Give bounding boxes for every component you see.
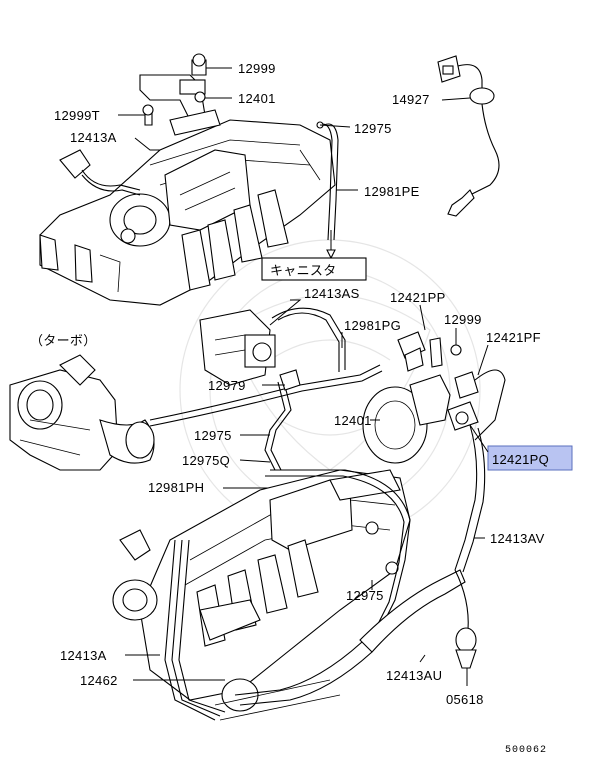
hose-bundle bbox=[164, 469, 477, 721]
callout-12413AS: 12413AS bbox=[304, 286, 360, 301]
callout-05618: 05618 bbox=[446, 692, 484, 707]
upper-intake-manifold bbox=[39, 53, 336, 306]
callout-14927: 14927 bbox=[392, 92, 430, 107]
callout-12999-mid: 12999 bbox=[444, 312, 482, 327]
callout-12975Q: 12975Q bbox=[182, 453, 230, 468]
callout-12975-mid: 12975 bbox=[194, 428, 232, 443]
callout-12421PP: 12421PP bbox=[390, 290, 446, 305]
highlight-12421PQ bbox=[487, 445, 573, 471]
callout-12975-low: 12975 bbox=[346, 588, 384, 603]
callout-12401-top: 12401 bbox=[238, 91, 276, 106]
canister-label: キャニスタ bbox=[270, 263, 337, 278]
callout-12413AU: 12413AU bbox=[386, 668, 442, 683]
leader-lines bbox=[118, 67, 489, 686]
canister-label-box bbox=[261, 257, 367, 281]
callout-12999-top: 12999 bbox=[238, 61, 276, 76]
lower-intake-manifold bbox=[112, 469, 411, 721]
callout-12981PH: 12981PH bbox=[148, 480, 204, 495]
callout-12979: 12979 bbox=[208, 378, 246, 393]
callout-12413AV: 12413AV bbox=[490, 531, 545, 546]
callout-12413A-top: 12413A bbox=[70, 130, 117, 145]
diagram-id: 500062 bbox=[505, 745, 547, 756]
callout-12421PQ: 12421PQ bbox=[492, 452, 549, 467]
callout-12413A-low: 12413A bbox=[60, 648, 107, 663]
turbocharger bbox=[9, 354, 155, 471]
solenoid-valves bbox=[362, 331, 506, 573]
callout-12975-top: 12975 bbox=[354, 121, 392, 136]
callout-12981PG: 12981PG bbox=[344, 318, 401, 333]
callout-12462: 12462 bbox=[80, 673, 118, 688]
callout-12981PE: 12981PE bbox=[364, 184, 420, 199]
actuator-mid bbox=[149, 307, 383, 471]
callout-12401-mid: 12401 bbox=[334, 413, 372, 428]
turbo-label: （ターボ） bbox=[30, 333, 97, 348]
callout-12999T: 12999T bbox=[54, 108, 100, 123]
pressure-sensor-14927 bbox=[437, 55, 500, 217]
callout-12421PF: 12421PF bbox=[486, 330, 541, 345]
